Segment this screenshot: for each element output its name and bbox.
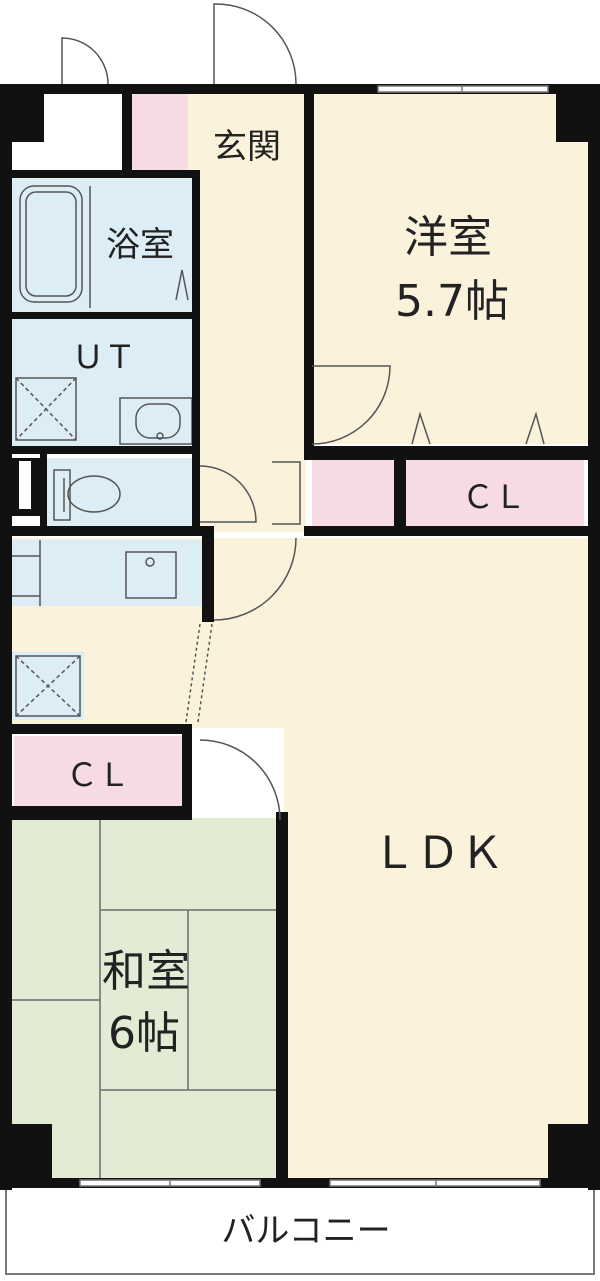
window-top bbox=[377, 85, 549, 93]
ldk-floor-lower bbox=[284, 728, 590, 1180]
fridge-icon bbox=[15, 655, 81, 717]
storage-door-icon bbox=[61, 37, 109, 85]
closet-door-right-icon bbox=[525, 411, 545, 445]
western-room-name: 洋室 bbox=[404, 212, 492, 263]
closet-small-floor bbox=[312, 460, 394, 528]
japanese-room-size: 6帖 bbox=[108, 1008, 180, 1059]
toilet-floor bbox=[46, 458, 196, 530]
japanese-room-floor bbox=[12, 818, 278, 1180]
washer-space-icon bbox=[15, 377, 77, 441]
entrance-pink-area bbox=[132, 94, 188, 170]
ldk-label: ＬＤＫ bbox=[372, 828, 504, 879]
faucet-icon bbox=[175, 269, 189, 301]
bath-label: 浴室 bbox=[106, 225, 174, 265]
hallway-floor bbox=[198, 192, 306, 532]
closet-door-left-icon bbox=[411, 411, 431, 445]
utility-label: ＵＴ bbox=[72, 338, 136, 376]
entrance-floor bbox=[188, 94, 306, 192]
western-room-size: 5.7帖 bbox=[395, 276, 509, 327]
toilet-tank-icon bbox=[53, 469, 71, 521]
closet-door-icon bbox=[272, 461, 301, 525]
western-room-floor bbox=[312, 94, 588, 444]
kitchen-counter bbox=[12, 540, 202, 606]
kitchen-sink-icon bbox=[125, 551, 177, 599]
toilet-door-icon bbox=[199, 465, 257, 523]
bathtub-icon bbox=[19, 185, 83, 303]
closet-western-floor bbox=[406, 460, 584, 528]
balcony-label: バルコニー bbox=[221, 1211, 390, 1251]
toilet-icon bbox=[67, 475, 121, 513]
fixtures bbox=[12, 185, 193, 717]
window-bottom-right bbox=[329, 1179, 541, 1187]
closet-western-label: ＣＬ bbox=[462, 478, 526, 516]
front-door-icon bbox=[213, 3, 297, 85]
doors bbox=[61, 3, 545, 821]
closet-japanese-floor bbox=[14, 736, 186, 808]
storage-box bbox=[17, 459, 33, 511]
western-room-door-icon bbox=[311, 365, 391, 445]
floor-fills bbox=[5, 94, 595, 1275]
entrance-label: 玄関 bbox=[213, 127, 281, 167]
japanese-room-door-icon bbox=[199, 739, 281, 821]
ldk-door-icon bbox=[213, 537, 297, 621]
closet-japanese-label: ＣＬ bbox=[66, 756, 130, 794]
utility-floor bbox=[12, 318, 196, 446]
japanese-room-name: 和室 bbox=[102, 946, 190, 997]
balcony-floor bbox=[5, 1185, 595, 1275]
tatami-lines bbox=[12, 818, 278, 1180]
windows bbox=[79, 85, 549, 1187]
walls bbox=[0, 84, 600, 1190]
